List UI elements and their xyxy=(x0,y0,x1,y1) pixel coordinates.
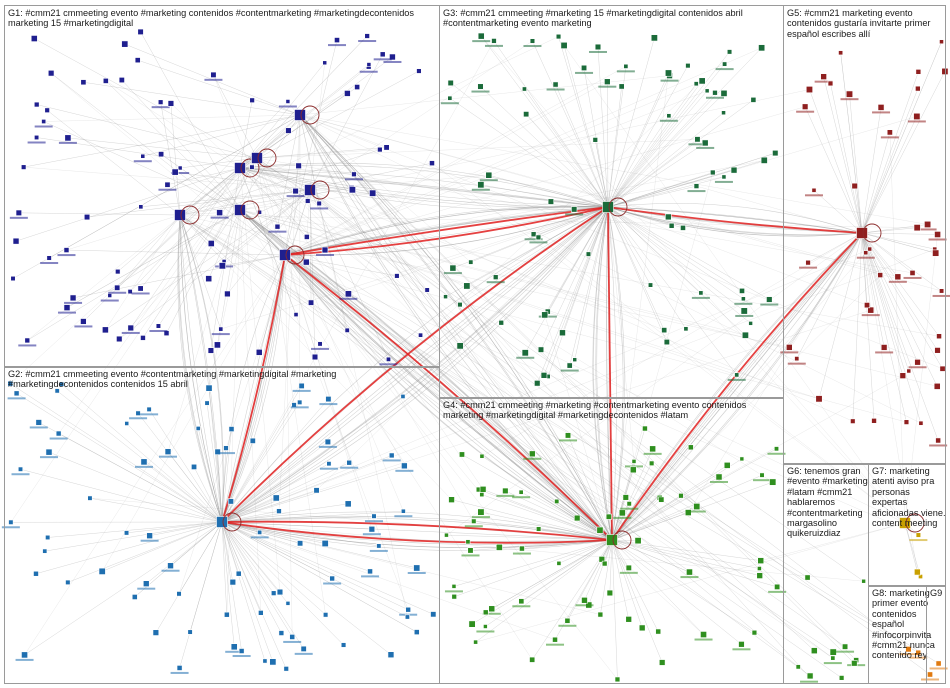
group-label-g1: G1: #cmm21 cmmeeting evento #marketing c… xyxy=(8,8,438,29)
group-label-g2: G2: #cmm21 cmmeeting evento #contentmark… xyxy=(8,369,438,390)
group-panel-g1: G1: #cmm21 cmmeeting evento #marketing c… xyxy=(4,5,440,368)
group-label-g7: G7: marketing atenti aviso pra personas … xyxy=(872,466,946,528)
group-label-g6: G6: tenemos gran #evento #marketing #lat… xyxy=(787,466,871,539)
group-panel-g3: G3: #cmm21 cmmeeting #marketing 15 #mark… xyxy=(439,5,784,399)
group-panel-g2: G2: #cmm21 cmmeeting evento #contentmark… xyxy=(4,366,440,684)
group-panel-g6: G6: tenemos gran #evento #marketing #lat… xyxy=(783,463,869,684)
group-label-g4: G4: #cmm21 cmmeeting #marketing #content… xyxy=(443,400,783,421)
group-panel-g7: G7: marketing atenti aviso pra personas … xyxy=(868,463,946,587)
group-label-g5: G5: #cmm21 marketing evento contenidos g… xyxy=(787,8,937,39)
group-label-g9: G9 xyxy=(930,588,948,598)
group-panel-g9: G9 xyxy=(926,585,946,684)
group-panel-g5: G5: #cmm21 marketing evento contenidos g… xyxy=(783,5,946,465)
group-panel-g8: G8: marketing primer evento contenidos e… xyxy=(868,585,927,684)
group-panel-g4: G4: #cmm21 cmmeeting #marketing #content… xyxy=(439,397,784,684)
group-label-g3: G3: #cmm21 cmmeeting #marketing 15 #mark… xyxy=(443,8,773,29)
